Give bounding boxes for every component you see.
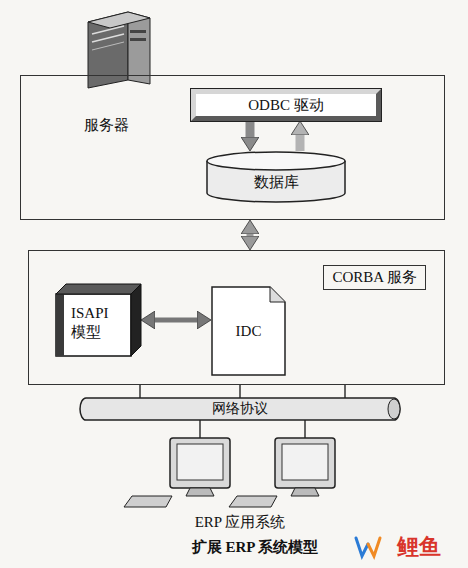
block-arrow [155,318,197,323]
pipe-body [80,398,400,420]
watermark-logo [368,538,380,556]
server-icon [92,26,124,34]
cube-front [56,294,131,356]
database-cylinder: 数据库 [206,151,346,203]
watermark-logo [356,538,380,556]
connector-line [239,385,241,398]
computer-icon [291,488,319,496]
system-label: ERP 应用系统 [140,513,340,532]
model-cube: ISAPI 模型 [56,284,141,356]
node-text: ODBC 驱动 [248,96,323,115]
computer-icon [229,496,277,507]
watermark: 鲤鱼 [384,532,454,562]
node-text: 数据库 [254,174,299,190]
network-pipe: 网络协议 [75,398,405,420]
block-arrow [247,234,254,236]
node-text: ISAPI 模型 [71,304,119,342]
server-icon [92,34,124,42]
cube-shade [56,294,64,356]
network-wire [199,420,201,438]
document-icon: IDC [211,286,286,376]
server-icon [92,42,124,50]
server-icon [130,38,146,41]
document-fold [270,287,285,302]
computer-icon [275,438,335,488]
device-label: 服务器 [84,116,129,135]
cube-side [131,284,141,356]
computer-icon [186,488,214,496]
node-text: 网络协议 [212,400,268,418]
computer-icon [124,496,172,507]
driver-box: ODBC 驱动 [191,89,381,121]
server-icon [88,12,150,88]
figure-caption: 扩展 ERP 系统模型 [130,538,380,557]
node-text: IDC [236,322,262,341]
block-arrow [246,121,255,137]
server-region: ODBC 驱动数据库 服务器 [20,75,445,220]
cylinder-top [207,152,345,170]
network-wire [304,420,306,438]
pipe-end [388,399,400,419]
connector-line [139,385,141,398]
server-icon [88,12,150,28]
computer-icon [229,438,335,507]
watermark-logo [356,538,368,556]
server-icon [130,30,146,33]
computer-icon [124,438,230,507]
cube-top [56,284,141,294]
computer-icon [177,444,223,480]
computer-icon [282,444,328,480]
service-region: ISAPI 模型 IDC CORBA 服务 [28,250,445,385]
connector-line [344,385,346,398]
block-arrow [296,135,305,151]
computer-icon [170,438,230,488]
service-tag: CORBA 服务 [323,265,426,290]
document-page [212,287,285,375]
network-wire [200,420,305,438]
